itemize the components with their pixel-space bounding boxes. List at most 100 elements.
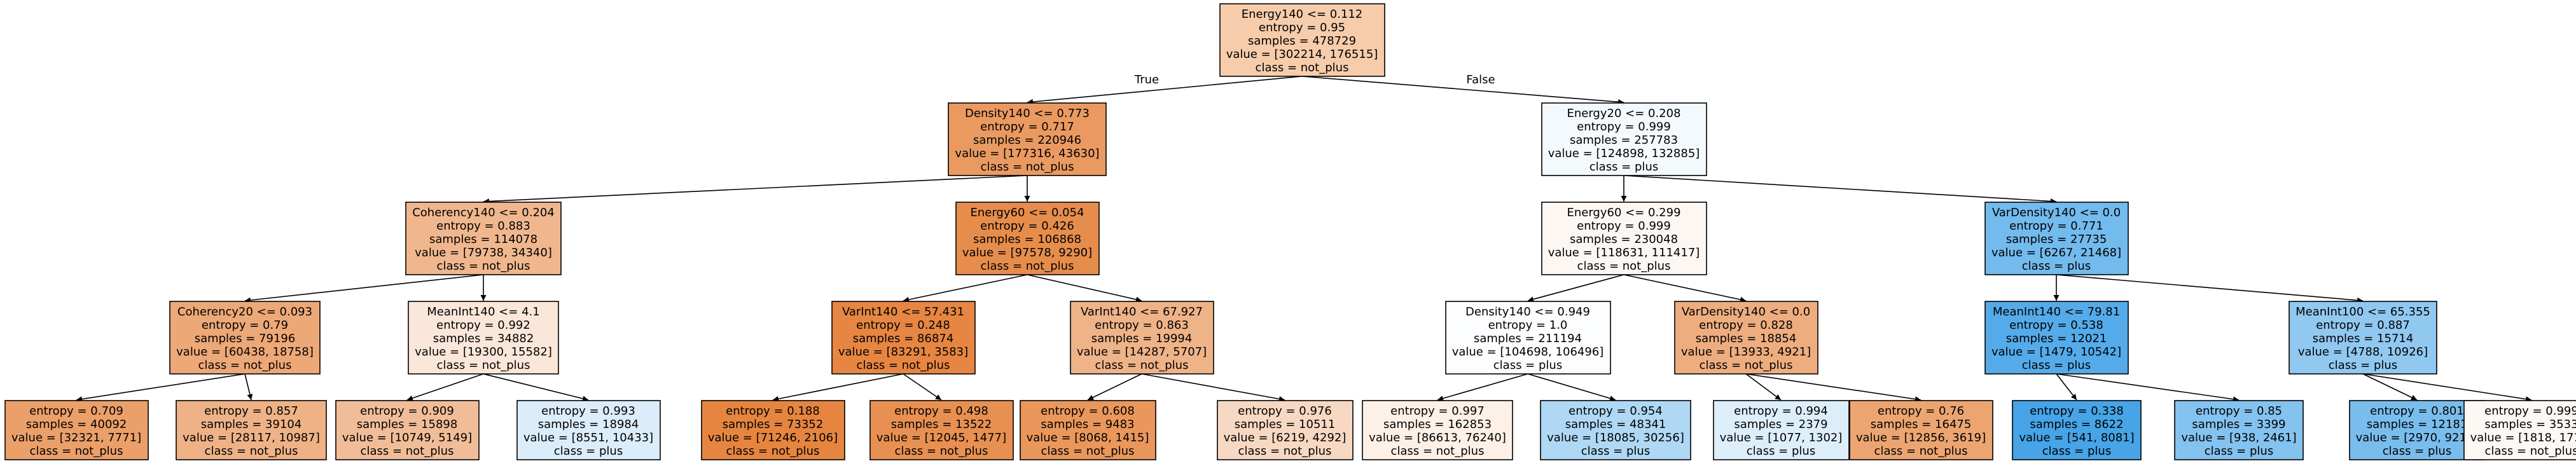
node-line: samples = 86874 xyxy=(853,332,954,345)
tree-edge xyxy=(483,175,1028,205)
tree-edge xyxy=(1527,274,1624,302)
node-line: entropy = 0.954 xyxy=(1568,404,1663,418)
node-line: Coherency20 <= 0.093 xyxy=(177,305,312,319)
node-box xyxy=(1217,400,1354,460)
node-box xyxy=(948,102,1107,176)
node-line: samples = 18854 xyxy=(1696,332,1797,345)
node-box xyxy=(1540,400,1691,460)
node-line: samples = 79196 xyxy=(195,332,296,345)
node-line: samples = 106868 xyxy=(973,233,1081,246)
node-line: value = [118631, 111417] xyxy=(1548,246,1700,259)
node-line: VarDensity140 <= 0.0 xyxy=(1682,305,1810,319)
node-box xyxy=(831,301,976,375)
tree-edge xyxy=(1301,76,1624,105)
node-box xyxy=(1362,400,1513,460)
node-line: value = [6219, 4292] xyxy=(1224,431,1347,444)
node-box xyxy=(1674,301,1818,375)
node-line: class = plus xyxy=(1493,359,1562,372)
node-line: entropy = 0.828 xyxy=(1699,319,1793,332)
node-box xyxy=(405,202,562,275)
node-line: entropy = 0.992 xyxy=(436,319,530,332)
node-line: value = [1818, 1715] xyxy=(2470,431,2576,444)
node-line: VarDensity140 <= 0.0 xyxy=(1992,206,2121,219)
node-line: value = [14287, 5707] xyxy=(1077,345,1207,359)
node-line: samples = 19994 xyxy=(1091,332,1193,345)
tree-edge xyxy=(1527,373,1616,401)
node-line: entropy = 0.338 xyxy=(2030,404,2124,418)
edge-label: False xyxy=(1466,73,1495,86)
tree-edge xyxy=(1027,76,1303,105)
node-line: entropy = 0.95 xyxy=(1259,21,1345,34)
node-line: samples = 114078 xyxy=(429,233,537,246)
node-line: entropy = 0.857 xyxy=(204,404,298,418)
node-line: entropy = 0.999 xyxy=(1577,219,1671,233)
tree-edge xyxy=(2056,373,2077,401)
node-line: value = [124898, 132885] xyxy=(1548,147,1700,160)
node-box xyxy=(955,202,1100,275)
node-box xyxy=(1541,202,1707,275)
node-line: value = [302214, 176515] xyxy=(1226,48,1378,61)
node-line: entropy = 0.538 xyxy=(2009,319,2103,332)
node-line: value = [18085, 30256] xyxy=(1547,431,1684,444)
node-line: entropy = 0.76 xyxy=(1878,404,1964,418)
node-line: entropy = 0.909 xyxy=(360,404,454,418)
tree-edge xyxy=(1437,373,1528,401)
node-line: entropy = 0.188 xyxy=(726,404,820,418)
node-line: class = not_plus xyxy=(981,160,1074,174)
tree-edge xyxy=(406,373,484,401)
node-line: value = [28117, 10987] xyxy=(183,431,320,444)
node-line: samples = 18984 xyxy=(538,418,639,431)
node-line: class = not_plus xyxy=(981,259,1074,273)
node-line: class = plus xyxy=(2329,359,2397,372)
node-line: entropy = 0.85 xyxy=(2196,404,2282,418)
node-line: Density140 <= 0.949 xyxy=(1465,305,1590,319)
tree-edge xyxy=(1745,373,1922,403)
node-line: samples = 478729 xyxy=(1248,34,1356,48)
node-line: samples = 27735 xyxy=(2006,233,2107,246)
node-box xyxy=(4,400,149,460)
node-box xyxy=(1070,301,1214,375)
node-line: class = plus xyxy=(2383,444,2451,458)
tree-edge xyxy=(2056,373,2240,403)
node-line: value = [938, 2461] xyxy=(2181,431,2296,444)
node-box xyxy=(176,400,327,460)
tree-edge xyxy=(903,274,1028,303)
node-line: class = not_plus xyxy=(726,444,820,458)
node-line: samples = 16475 xyxy=(1871,418,1972,431)
node-box xyxy=(1219,3,1385,77)
node-line: samples = 12181 xyxy=(2367,418,2468,431)
node-line: class = not_plus xyxy=(1577,259,1671,273)
node-line: class = plus xyxy=(2022,259,2091,273)
node-line: samples = 40092 xyxy=(26,418,127,431)
node-line: class = not_plus xyxy=(205,444,298,458)
node-box xyxy=(2463,400,2576,460)
node-line: class = not_plus xyxy=(30,444,123,458)
node-line: class = not_plus xyxy=(1700,359,1793,372)
node-line: value = [541, 8081] xyxy=(2019,431,2134,444)
node-line: samples = 73352 xyxy=(723,418,824,431)
node-line: samples = 8622 xyxy=(2030,418,2123,431)
node-box xyxy=(1984,301,2129,375)
node-line: class = plus xyxy=(1589,160,1658,174)
node-line: value = [19300, 15582] xyxy=(415,345,552,359)
node-line: entropy = 0.771 xyxy=(2009,219,2103,233)
